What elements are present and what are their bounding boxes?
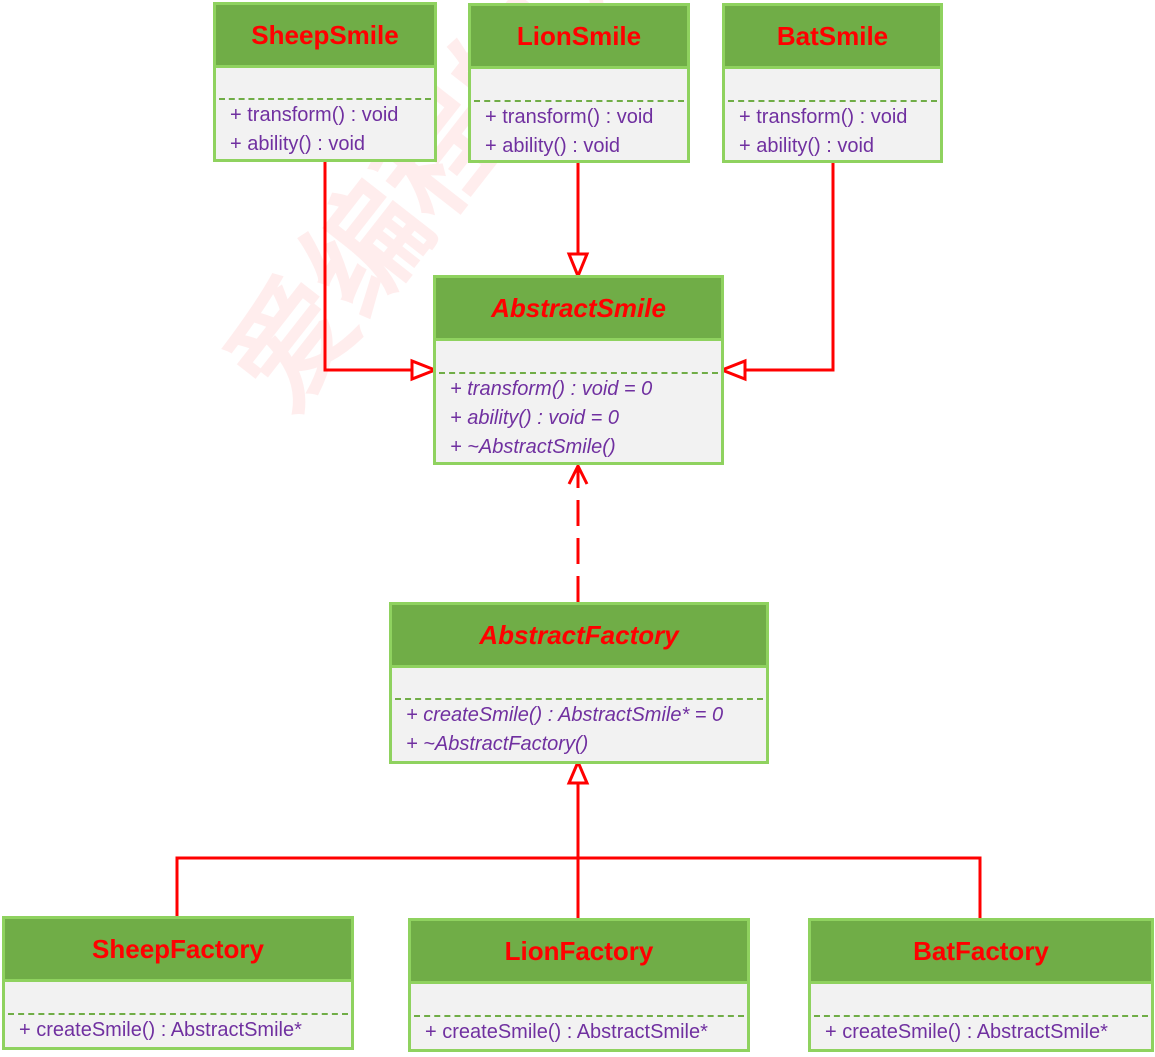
bat-smile-class: BatSmile + transform() : void + ability(… bbox=[722, 3, 943, 163]
bat-smile-generalization-arrow bbox=[717, 358, 747, 382]
lion-factory-class: LionFactory + createSmile() : AbstractSm… bbox=[408, 918, 750, 1052]
attribute-section bbox=[8, 982, 348, 1015]
factories-generalization-bus bbox=[175, 856, 982, 919]
operation-section: + createSmile() : AbstractSmile* = 0 + ~… bbox=[392, 700, 766, 759]
operation: + transform() : void bbox=[739, 106, 908, 128]
class-name: AbstractFactory bbox=[392, 605, 766, 668]
attribute-section bbox=[814, 984, 1148, 1017]
lion-smile-generalization-arrow bbox=[566, 252, 590, 280]
operation: + ability() : void bbox=[230, 133, 366, 155]
operation: + transform() : void bbox=[230, 104, 399, 126]
operation: + ~AbstractFactory() bbox=[406, 733, 589, 755]
factories-generalization-arrow bbox=[566, 758, 590, 785]
class-name: LionFactory bbox=[411, 921, 747, 984]
operation: + transform() : void = 0 bbox=[450, 378, 653, 400]
class-name: AbstractSmile bbox=[436, 278, 721, 341]
attribute-section bbox=[219, 68, 431, 100]
class-name: LionSmile bbox=[471, 6, 687, 69]
attribute-section bbox=[395, 668, 763, 700]
sheep-smile-generalization-arrow bbox=[410, 358, 440, 382]
operation-section: + createSmile() : AbstractSmile* bbox=[5, 1015, 351, 1045]
operation: + createSmile() : AbstractSmile* bbox=[19, 1019, 302, 1041]
attribute-section bbox=[439, 341, 718, 374]
bat-smile-generalization-line bbox=[745, 162, 835, 372]
class-name: SheepFactory bbox=[5, 919, 351, 982]
sheep-factory-class: SheepFactory + createSmile() : AbstractS… bbox=[2, 916, 354, 1050]
factory-dependency-arrowhead bbox=[567, 462, 589, 485]
operation-section: + transform() : void + ability() : void bbox=[216, 100, 434, 159]
operation-section: + transform() : void + ability() : void bbox=[725, 102, 940, 161]
attribute-section bbox=[474, 69, 684, 102]
operation: + transform() : void bbox=[485, 106, 654, 128]
sheep-smile-class: SheepSmile + transform() : void + abilit… bbox=[213, 2, 437, 162]
operation-section: + createSmile() : AbstractSmile* bbox=[811, 1017, 1151, 1047]
operation: + ability() : void bbox=[739, 135, 875, 157]
sheep-smile-generalization-line bbox=[323, 160, 412, 372]
operation: + ability() : void bbox=[485, 135, 621, 157]
operation: + createSmile() : AbstractSmile* = 0 bbox=[406, 704, 724, 726]
class-name: SheepSmile bbox=[216, 5, 434, 68]
attribute-section bbox=[414, 984, 744, 1017]
lion-smile-class: LionSmile + transform() : void + ability… bbox=[468, 3, 690, 163]
abstract-factory-class: AbstractFactory + createSmile() : Abstra… bbox=[389, 602, 769, 764]
attribute-section bbox=[728, 69, 937, 102]
class-name: BatFactory bbox=[811, 921, 1151, 984]
operation-section: + createSmile() : AbstractSmile* bbox=[411, 1017, 747, 1047]
operation: + createSmile() : AbstractSmile* bbox=[425, 1021, 708, 1043]
bat-factory-class: BatFactory + createSmile() : AbstractSmi… bbox=[808, 918, 1154, 1052]
operation: + ~AbstractSmile() bbox=[450, 436, 616, 458]
abstract-smile-class: AbstractSmile + transform() : void = 0 +… bbox=[433, 275, 724, 465]
operation-section: + transform() : void + ability() : void bbox=[471, 102, 687, 161]
operation-section: + transform() : void = 0 + ability() : v… bbox=[436, 374, 721, 462]
operation: + ability() : void = 0 bbox=[450, 407, 619, 429]
class-name: BatSmile bbox=[725, 6, 940, 69]
operation: + createSmile() : AbstractSmile* bbox=[825, 1021, 1108, 1043]
